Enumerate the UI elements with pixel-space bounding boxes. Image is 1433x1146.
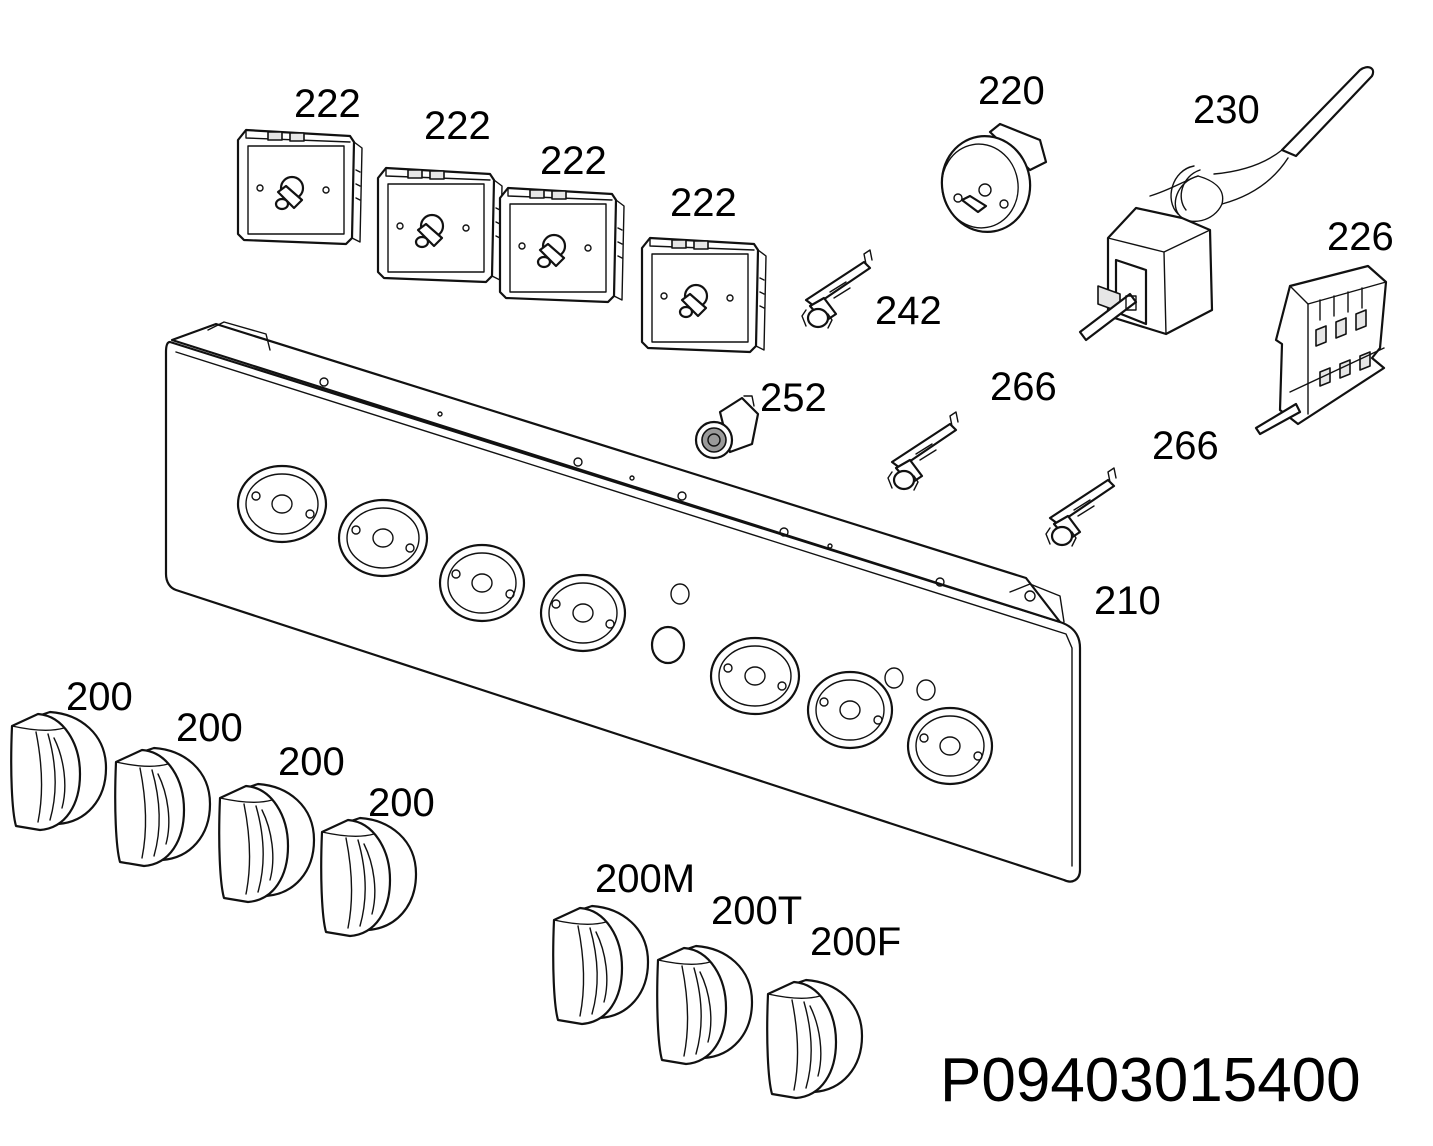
- thermostat-part: [1078, 66, 1375, 342]
- indicator-lamp-266-b: [1044, 466, 1118, 548]
- knob-200f: [766, 978, 864, 1100]
- label-200m: 200M: [595, 857, 696, 901]
- label-222-a: 222: [294, 82, 361, 126]
- label-200-a: 200: [66, 675, 133, 719]
- label-226: 226: [1327, 215, 1394, 259]
- drawing-code: P09403015400: [940, 1046, 1361, 1115]
- label-200-b: 200: [176, 706, 243, 750]
- label-266-a: 266: [990, 365, 1057, 409]
- label-252: 252: [760, 376, 827, 420]
- selector-switch-part: [1254, 264, 1388, 436]
- timer-part: [940, 122, 1048, 233]
- energy-regulator-1: [236, 128, 364, 246]
- label-230: 230: [1193, 88, 1260, 132]
- label-222-b: 222: [424, 104, 491, 148]
- knob-200t: [656, 944, 754, 1066]
- energy-regulator-2: [376, 166, 504, 284]
- indicator-lamp-266-a: [886, 410, 960, 492]
- knob-200-1: [10, 710, 108, 832]
- label-220: 220: [978, 69, 1045, 113]
- label-242: 242: [875, 289, 942, 333]
- label-222-d: 222: [670, 181, 737, 225]
- label-200t: 200T: [711, 889, 803, 933]
- label-266-b: 266: [1152, 424, 1219, 468]
- label-222-c: 222: [540, 139, 607, 183]
- pilot-lamp-part: [694, 395, 760, 460]
- label-200-c: 200: [278, 740, 345, 784]
- label-200f: 200F: [810, 920, 902, 964]
- control-panel: [164, 321, 1082, 883]
- knob-200m: [552, 904, 650, 1026]
- knob-200-4: [320, 816, 418, 938]
- energy-regulator-3: [498, 186, 626, 304]
- knob-200-3: [218, 782, 316, 904]
- label-210: 210: [1094, 579, 1161, 623]
- label-200-d: 200: [368, 781, 435, 825]
- lamp-holder-242: [800, 248, 874, 330]
- energy-regulator-4: [640, 236, 768, 354]
- knob-200-2: [114, 746, 212, 868]
